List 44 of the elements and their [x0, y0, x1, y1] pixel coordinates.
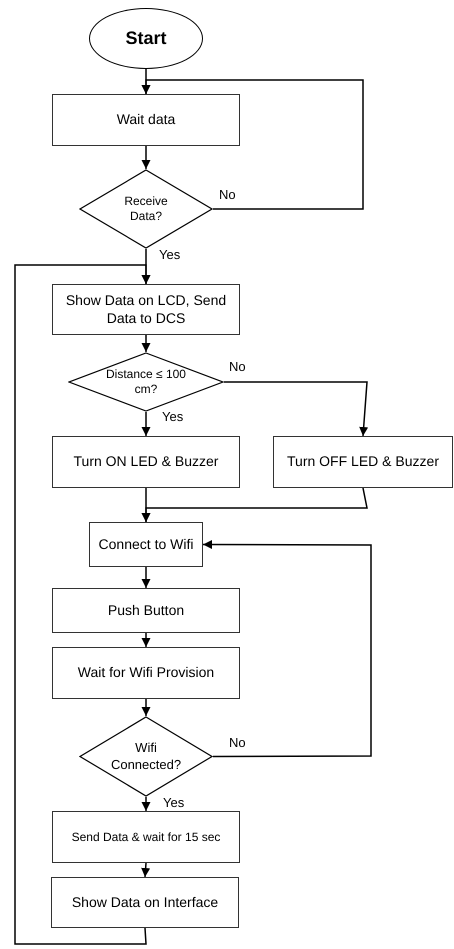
decision-diamond	[68, 352, 224, 412]
node-text: Push Button	[106, 602, 186, 620]
process-box	[52, 436, 240, 488]
process-box	[52, 647, 240, 699]
arrow	[142, 797, 150, 811]
node-text: Wifi Connected?	[110, 740, 182, 773]
arrow	[141, 862, 150, 878]
node-text: Turn ON LED & Buzzer	[72, 453, 220, 471]
edge-label: No	[228, 360, 247, 373]
process-box	[273, 436, 453, 488]
arrow	[142, 567, 150, 588]
arrow	[142, 633, 150, 647]
edge-label: Yes	[162, 796, 186, 809]
node-text: Receive Data?	[123, 194, 169, 224]
arrow	[142, 699, 150, 716]
arrow	[14, 264, 150, 945]
node-text: Show Data on Interface	[70, 894, 220, 912]
arrow	[142, 335, 150, 352]
node-text: Start	[124, 27, 168, 50]
node-text: Wait data	[116, 111, 176, 129]
node-text: Wait for Wifi Provision	[76, 664, 216, 682]
edge-label: No	[228, 736, 247, 749]
edge-label: Yes	[161, 410, 184, 423]
process-box	[52, 588, 240, 633]
decision-diamond	[79, 716, 213, 797]
node-text: Connect to Wifi	[98, 536, 194, 554]
process-box	[52, 94, 240, 146]
process-box	[52, 811, 240, 863]
arrow	[142, 412, 150, 436]
arrow	[142, 488, 368, 522]
arrow	[203, 540, 372, 758]
edge-label: No	[218, 188, 237, 201]
process-box	[89, 522, 203, 567]
node-text: Show Data on LCD, Send Data to DCS	[64, 292, 228, 327]
node-text: Distance ≤ 100 cm?	[105, 367, 187, 397]
arrow	[142, 146, 150, 169]
process-box	[51, 877, 239, 928]
edge-label: Yes	[158, 248, 182, 261]
process-box	[52, 284, 240, 335]
node-text: Send Data & wait for 15 sec	[70, 830, 222, 844]
arrow	[224, 381, 368, 436]
node-text: Turn OFF LED & Buzzer	[286, 453, 440, 471]
decision-diamond	[79, 169, 213, 249]
arrow	[142, 79, 364, 210]
